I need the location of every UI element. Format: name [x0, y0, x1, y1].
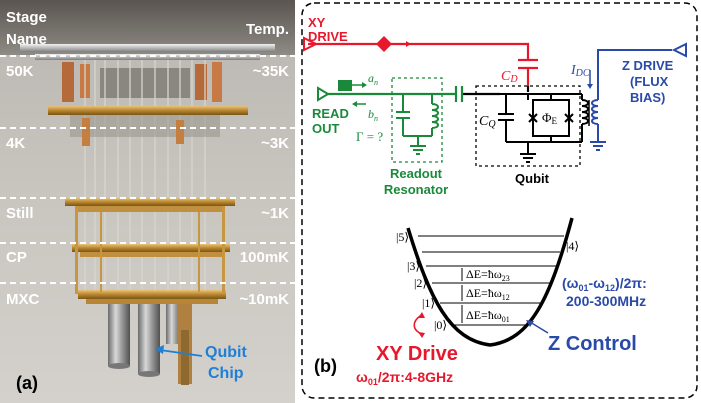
xy-freq-sub: 01 — [368, 377, 378, 387]
chip-label-line1: Qubit — [205, 344, 247, 361]
panel-b-label: (b) — [314, 356, 337, 376]
stage-temp-still: ~1K — [261, 205, 289, 222]
z-drive-line — [590, 49, 672, 151]
xy-drive-port-icon — [303, 36, 319, 52]
z-drive-port-icon — [671, 42, 687, 58]
stage-name-4k: 4K — [6, 135, 25, 152]
stage-lines — [0, 55, 295, 284]
cq-main: C — [479, 114, 489, 129]
chip-annotation: Qubit Chip — [155, 344, 247, 382]
level-0: |0⟩ — [434, 318, 447, 332]
stage-name-still: Still — [6, 205, 34, 222]
readout-line — [326, 86, 500, 102]
resonator-box — [391, 77, 443, 163]
z-drive-label-3: BIAS) — [630, 90, 665, 105]
anharm-pre: (ω — [562, 275, 579, 291]
potential-well — [406, 217, 574, 347]
stage-temp-mxc: ~10mK — [239, 291, 289, 308]
cq-sub: Q — [488, 119, 496, 130]
de01-main: ΔE=ħω — [466, 308, 502, 322]
delta-e-01: ΔE=ħω01 — [466, 308, 510, 324]
readout-source-icon — [338, 80, 352, 91]
idc-label: IDC — [570, 63, 590, 79]
phie-main: Φ — [542, 110, 552, 125]
header-stage-line2: Name — [6, 31, 47, 48]
idc-main: I — [570, 63, 577, 78]
cd-label-main: C — [501, 69, 511, 84]
cd-label-sub: D — [509, 74, 518, 85]
xy-pulse-icon — [376, 36, 392, 52]
xy-transition-arrow — [413, 315, 423, 335]
de12-sub: 12 — [502, 293, 510, 302]
xy-drive-label-2: DRIVE — [308, 29, 348, 44]
level-1: |1⟩ — [422, 296, 435, 310]
stage-name-mxc: MXC — [6, 291, 40, 308]
xy-drive-label-1: XY — [308, 15, 326, 30]
josephson-junction-icons — [528, 113, 574, 123]
anharm-range: 200-300MHz — [566, 293, 646, 309]
flux-coupling-coil — [574, 93, 590, 143]
an-sub: n — [374, 78, 378, 87]
stage-temp-cp: 100mK — [240, 249, 289, 266]
chip-label-line2: Chip — [208, 365, 244, 382]
panel-a-label: (a) — [16, 373, 38, 393]
de23-sub: 23 — [502, 274, 510, 283]
gamma-label: Γ = ? — [356, 129, 383, 144]
de01-sub: 01 — [502, 315, 510, 324]
xy-freq-post: /2π:4-8GHz — [378, 369, 453, 385]
z-drive-label-1: Z DRIVE — [622, 58, 674, 73]
xy-drive-big: XY Drive — [376, 343, 458, 365]
stage-name-cp: CP — [6, 249, 27, 266]
readout-port-icon — [317, 86, 330, 102]
idc-sub: DC — [575, 68, 590, 79]
phie-sub: E — [552, 116, 558, 126]
bn-sub: n — [374, 114, 378, 123]
qubit-circuit — [498, 93, 574, 163]
level-5: |5⟩ — [396, 230, 409, 244]
header-temp: Temp. — [246, 21, 289, 38]
xy-freq-pre: ω — [356, 369, 368, 385]
xy-freq: ω01/2π:4-8GHz — [356, 369, 453, 387]
z-control-label: Z Control — [548, 333, 637, 355]
anharm-post: )/2π: — [615, 275, 647, 291]
resonator-circuit — [396, 94, 439, 155]
resonator-label-2: Resonator — [384, 182, 448, 197]
level-2: |2⟩ — [414, 276, 427, 290]
cd-label: CD — [501, 69, 518, 85]
qubit-label: Qubit — [515, 171, 550, 186]
de23-main: ΔE=ħω — [466, 267, 502, 281]
panel-b-frame — [301, 2, 698, 399]
an-label: an — [368, 71, 378, 87]
resonator-label-1: Readout — [390, 166, 443, 181]
stage-name-50k: 50K — [6, 63, 34, 80]
readout-label-1: READ — [312, 106, 349, 121]
stage-temp-4k: ~3K — [261, 135, 289, 152]
delta-e-12: ΔE=ħω12 — [466, 286, 510, 302]
stage-temp-50k: ~35K — [253, 63, 289, 80]
energy-levels — [418, 235, 564, 326]
qubit-box — [475, 85, 581, 167]
readout-label-2: OUT — [312, 121, 340, 136]
level-4: |4⟩ — [566, 239, 579, 253]
anharm-s1: 01 — [579, 283, 589, 293]
an-main: a — [368, 71, 374, 85]
anharm-mid: -ω — [589, 275, 606, 291]
header-stage-line1: Stage — [6, 9, 47, 26]
z-drive-label-2: (FLUX — [630, 74, 669, 89]
bn-main: b — [368, 107, 374, 121]
anharm-s2: 12 — [605, 283, 615, 293]
level-3: |3⟩ — [407, 259, 420, 273]
delta-e-23: ΔE=ħω23 — [466, 267, 510, 283]
anharm-line1: (ω01-ω12)/2π: — [562, 275, 647, 293]
de12-main: ΔE=ħω — [466, 286, 502, 300]
panel-a-photo — [0, 0, 295, 403]
phie-label: ΦE — [542, 110, 558, 126]
cq-label: CQ — [479, 114, 496, 130]
bn-label: bn — [368, 107, 378, 123]
